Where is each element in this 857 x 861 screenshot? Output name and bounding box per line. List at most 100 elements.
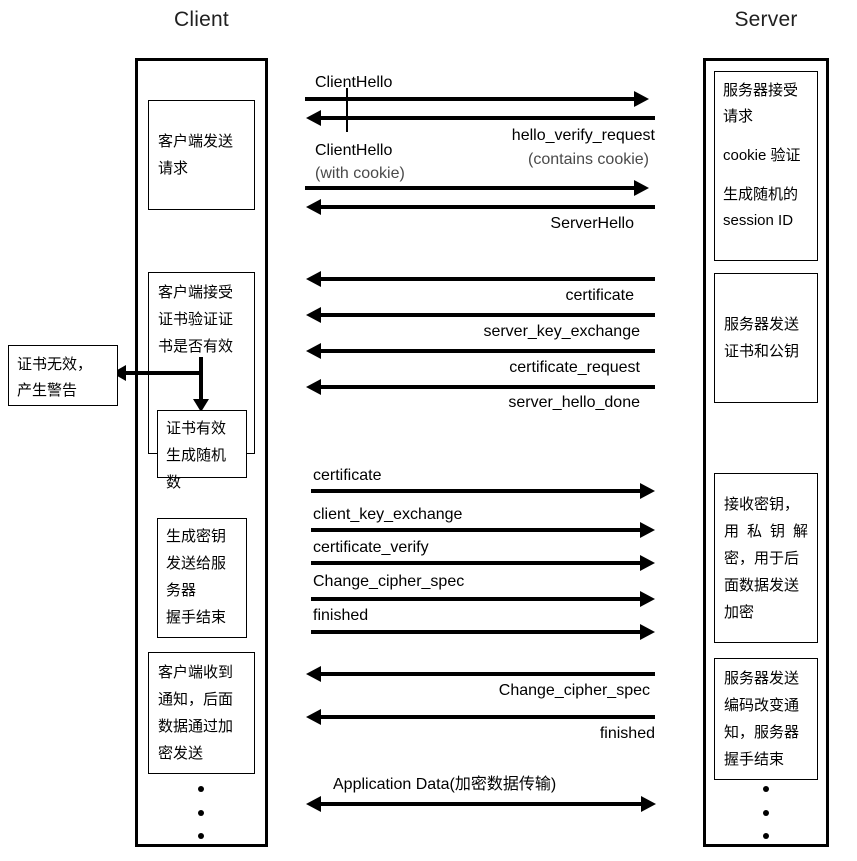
msg-label-m9: certificate <box>313 467 382 484</box>
note-line: 接收密钥， <box>724 495 800 513</box>
msg-sublabel-m3: (with cookie) <box>315 165 405 182</box>
server-ellipsis-dot <box>763 786 769 792</box>
msg-arrow-m3 <box>305 186 642 190</box>
note-line: 编码改变通 <box>724 697 800 714</box>
msg-arrow-m12 <box>311 597 644 601</box>
lifeline-tick-mark <box>346 88 348 132</box>
client-ellipsis-dot <box>198 810 204 816</box>
msg-arrow-m7 <box>320 349 655 353</box>
note-server-change-cipher: 服务器发送 编码改变通 知，服务器 握手结束 <box>714 658 818 780</box>
note-line: 通知，后面 <box>158 691 234 708</box>
msg-arrow-m10 <box>311 528 644 532</box>
msg-arrow-m2 <box>320 116 655 120</box>
note-line: 密发送 <box>158 745 204 762</box>
arrow-head-right-icon <box>634 91 649 107</box>
note-server-recv-key: 接收密钥， 用 私 钥 解 密，用于后 面数据发送 加密 <box>714 473 818 643</box>
note-cert-invalid-alert: 证书无效， 产生警告 <box>8 345 118 406</box>
note-line: cookie 验证 <box>723 147 801 164</box>
note-line: 密，用于后 <box>724 549 800 567</box>
note-client-gen-key: 生成密钥 发送给服 务器 握手结束 <box>157 518 247 638</box>
msg-arrow-m8 <box>320 385 655 389</box>
note-line: 证书验证证 <box>158 311 234 328</box>
branch-arrow-horizontal <box>124 371 201 375</box>
branch-arrow-vertical <box>199 357 203 405</box>
note-server-send-cert: 服务器发送 证书和公钥 <box>714 273 818 403</box>
note-line: 握手结束 <box>166 609 227 626</box>
msg-arrow-m13 <box>311 630 644 634</box>
msg-label-m11: certificate_verify <box>313 539 429 556</box>
msg-label-m1: ClientHello <box>315 74 393 91</box>
msg-label-m16: Application Data(加密数据传输) <box>333 776 557 793</box>
arrow-head-left-icon <box>306 343 321 359</box>
note-line: 证书和公钥 <box>724 343 800 360</box>
note-line: 用 私 钥 解 <box>724 522 808 540</box>
note-client-cert-valid: 证书有效 生成随机 数 <box>157 410 247 491</box>
arrow-head-left-icon <box>306 379 321 395</box>
note-line: 务器 <box>166 582 197 599</box>
msg-label-m3: ClientHello <box>315 142 393 159</box>
note-line: 产生警告 <box>17 382 78 399</box>
note-line: 客户端发送 <box>158 133 234 150</box>
client-ellipsis-dot <box>198 786 204 792</box>
note-line: 握手结束 <box>724 751 785 768</box>
page-title-server: Server <box>734 8 798 31</box>
arrow-head-right-icon <box>640 555 655 571</box>
msg-label-m5: certificate <box>565 287 634 304</box>
note-server-accept-request: 服务器接受 请求 cookie 验证 生成随机的 session ID <box>714 71 818 261</box>
branch-arrow-down-head-icon <box>193 399 209 412</box>
msg-arrow-m1 <box>305 97 642 101</box>
arrow-head-right-icon <box>641 796 656 812</box>
note-spacer <box>723 169 809 182</box>
server-ellipsis-dot <box>763 810 769 816</box>
arrow-head-right-icon <box>640 522 655 538</box>
arrow-head-left-icon <box>306 271 321 287</box>
note-line: 请求 <box>158 160 189 177</box>
arrow-head-left-icon <box>306 796 321 812</box>
note-line: 服务器发送 <box>724 670 800 687</box>
arrow-head-right-icon <box>640 591 655 607</box>
note-line: 数据通过加 <box>158 718 234 735</box>
note-line: 生成随机的 <box>723 186 799 203</box>
arrow-head-right-icon <box>640 624 655 640</box>
page-title-client: Client <box>174 8 229 31</box>
msg-arrow-m14 <box>320 672 655 676</box>
msg-label-m13: finished <box>313 607 369 624</box>
msg-label-m15: finished <box>599 725 655 742</box>
note-line: 面数据发送 <box>724 576 800 594</box>
arrow-head-left-icon <box>306 709 321 725</box>
msg-label-m8: server_hello_done <box>508 394 640 411</box>
note-line: 知，服务器 <box>724 724 800 741</box>
arrow-head-left-icon <box>306 199 321 215</box>
note-line: 书是否有效 <box>158 338 234 355</box>
server-ellipsis-dot <box>763 833 769 839</box>
note-line: 生成密钥 <box>166 528 227 545</box>
msg-arrow-m4 <box>320 205 655 209</box>
note-line: 数 <box>166 474 182 491</box>
note-line: 请求 <box>723 108 754 125</box>
msg-label-m2: hello_verify_request <box>511 127 655 144</box>
arrow-head-left-icon <box>306 110 321 126</box>
msg-label-m10: client_key_exchange <box>313 506 463 523</box>
msg-arrow-m6 <box>320 313 655 317</box>
msg-label-m4: ServerHello <box>550 215 634 232</box>
msg-label-m6: server_key_exchange <box>483 323 640 340</box>
msg-arrow-m11 <box>311 561 644 565</box>
arrow-head-right-icon <box>640 483 655 499</box>
note-line: 证书有效 <box>166 420 227 437</box>
msg-sublabel-m2: (contains cookie) <box>528 151 649 168</box>
arrow-head-left-icon <box>306 307 321 323</box>
note-spacer <box>723 130 809 143</box>
note-line: 发送给服 <box>166 555 227 572</box>
arrow-head-left-icon <box>306 666 321 682</box>
arrow-head-right-icon <box>634 180 649 196</box>
client-ellipsis-dot <box>198 833 204 839</box>
note-line: 客户端收到 <box>158 664 234 681</box>
msg-label-m12: Change_cipher_spec <box>313 573 465 590</box>
note-client-request: 客户端发送 请求 <box>148 100 255 210</box>
msg-arrow-m5 <box>320 277 655 281</box>
note-line: 加密 <box>724 603 755 621</box>
note-line: 服务器接受 <box>723 82 799 99</box>
msg-label-m14: Change_cipher_spec <box>498 682 650 699</box>
note-line: 生成随机 <box>166 447 227 464</box>
msg-arrow-m16 <box>320 802 645 806</box>
